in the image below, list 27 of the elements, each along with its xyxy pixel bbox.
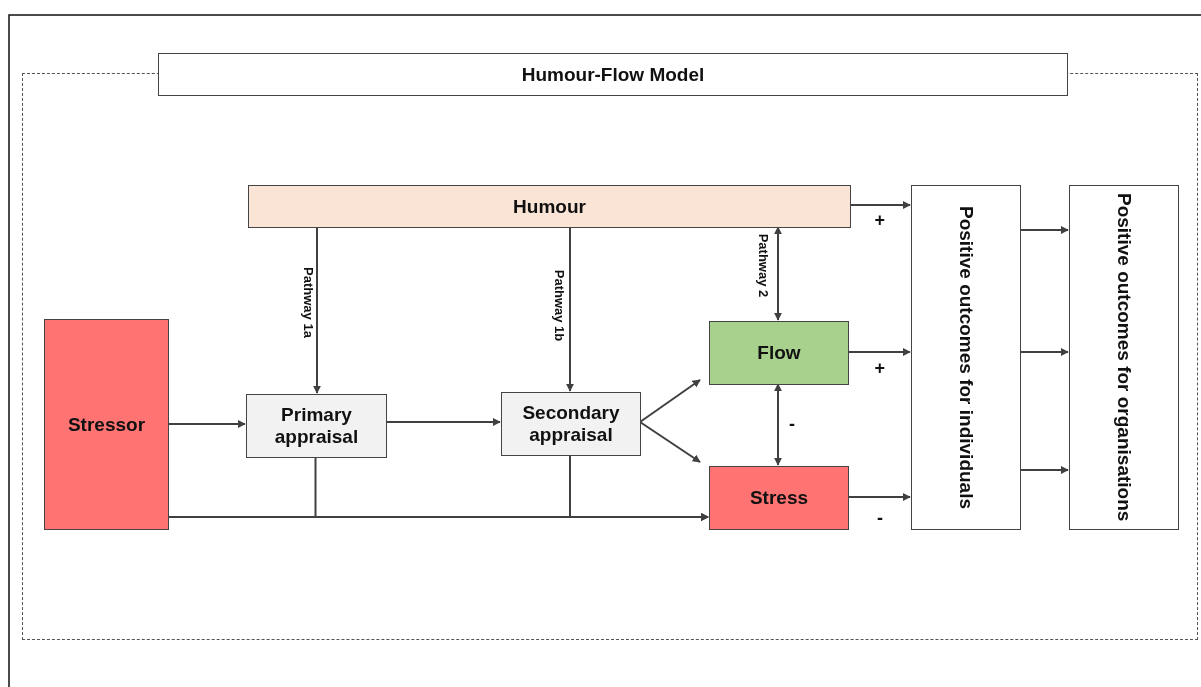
arrow bbox=[1019, 348, 1069, 356]
arrow bbox=[774, 226, 782, 321]
arrow bbox=[847, 348, 911, 356]
outcome-box: Positive outcomes for organisations bbox=[1069, 185, 1179, 530]
edge-label: Pathway 1a bbox=[301, 266, 315, 338]
stress-box: Stress bbox=[709, 466, 849, 530]
title-box: Humour-Flow Model bbox=[158, 53, 1068, 96]
edge-label: Pathway 1b bbox=[553, 269, 567, 341]
arrow bbox=[569, 454, 709, 521]
process-box: Primary appraisal bbox=[246, 394, 387, 458]
arrow bbox=[566, 226, 574, 392]
arrow bbox=[385, 418, 501, 426]
arrow bbox=[847, 493, 911, 501]
arrow bbox=[774, 383, 782, 466]
arrow bbox=[313, 226, 321, 394]
arrow bbox=[849, 201, 911, 209]
outcome-box: Positive outcomes for individuals bbox=[911, 185, 1021, 530]
edge-label: Pathway 2 bbox=[757, 233, 771, 297]
arrow bbox=[1019, 466, 1069, 474]
arrow bbox=[639, 421, 701, 463]
arrow bbox=[167, 420, 246, 428]
process-box: Secondary appraisal bbox=[501, 392, 641, 456]
arrow bbox=[639, 379, 701, 423]
arrow bbox=[1019, 226, 1069, 234]
humour-bar: Humour bbox=[248, 185, 851, 228]
stressor-box: Stressor bbox=[44, 319, 169, 530]
flow-box: Flow bbox=[709, 321, 849, 385]
